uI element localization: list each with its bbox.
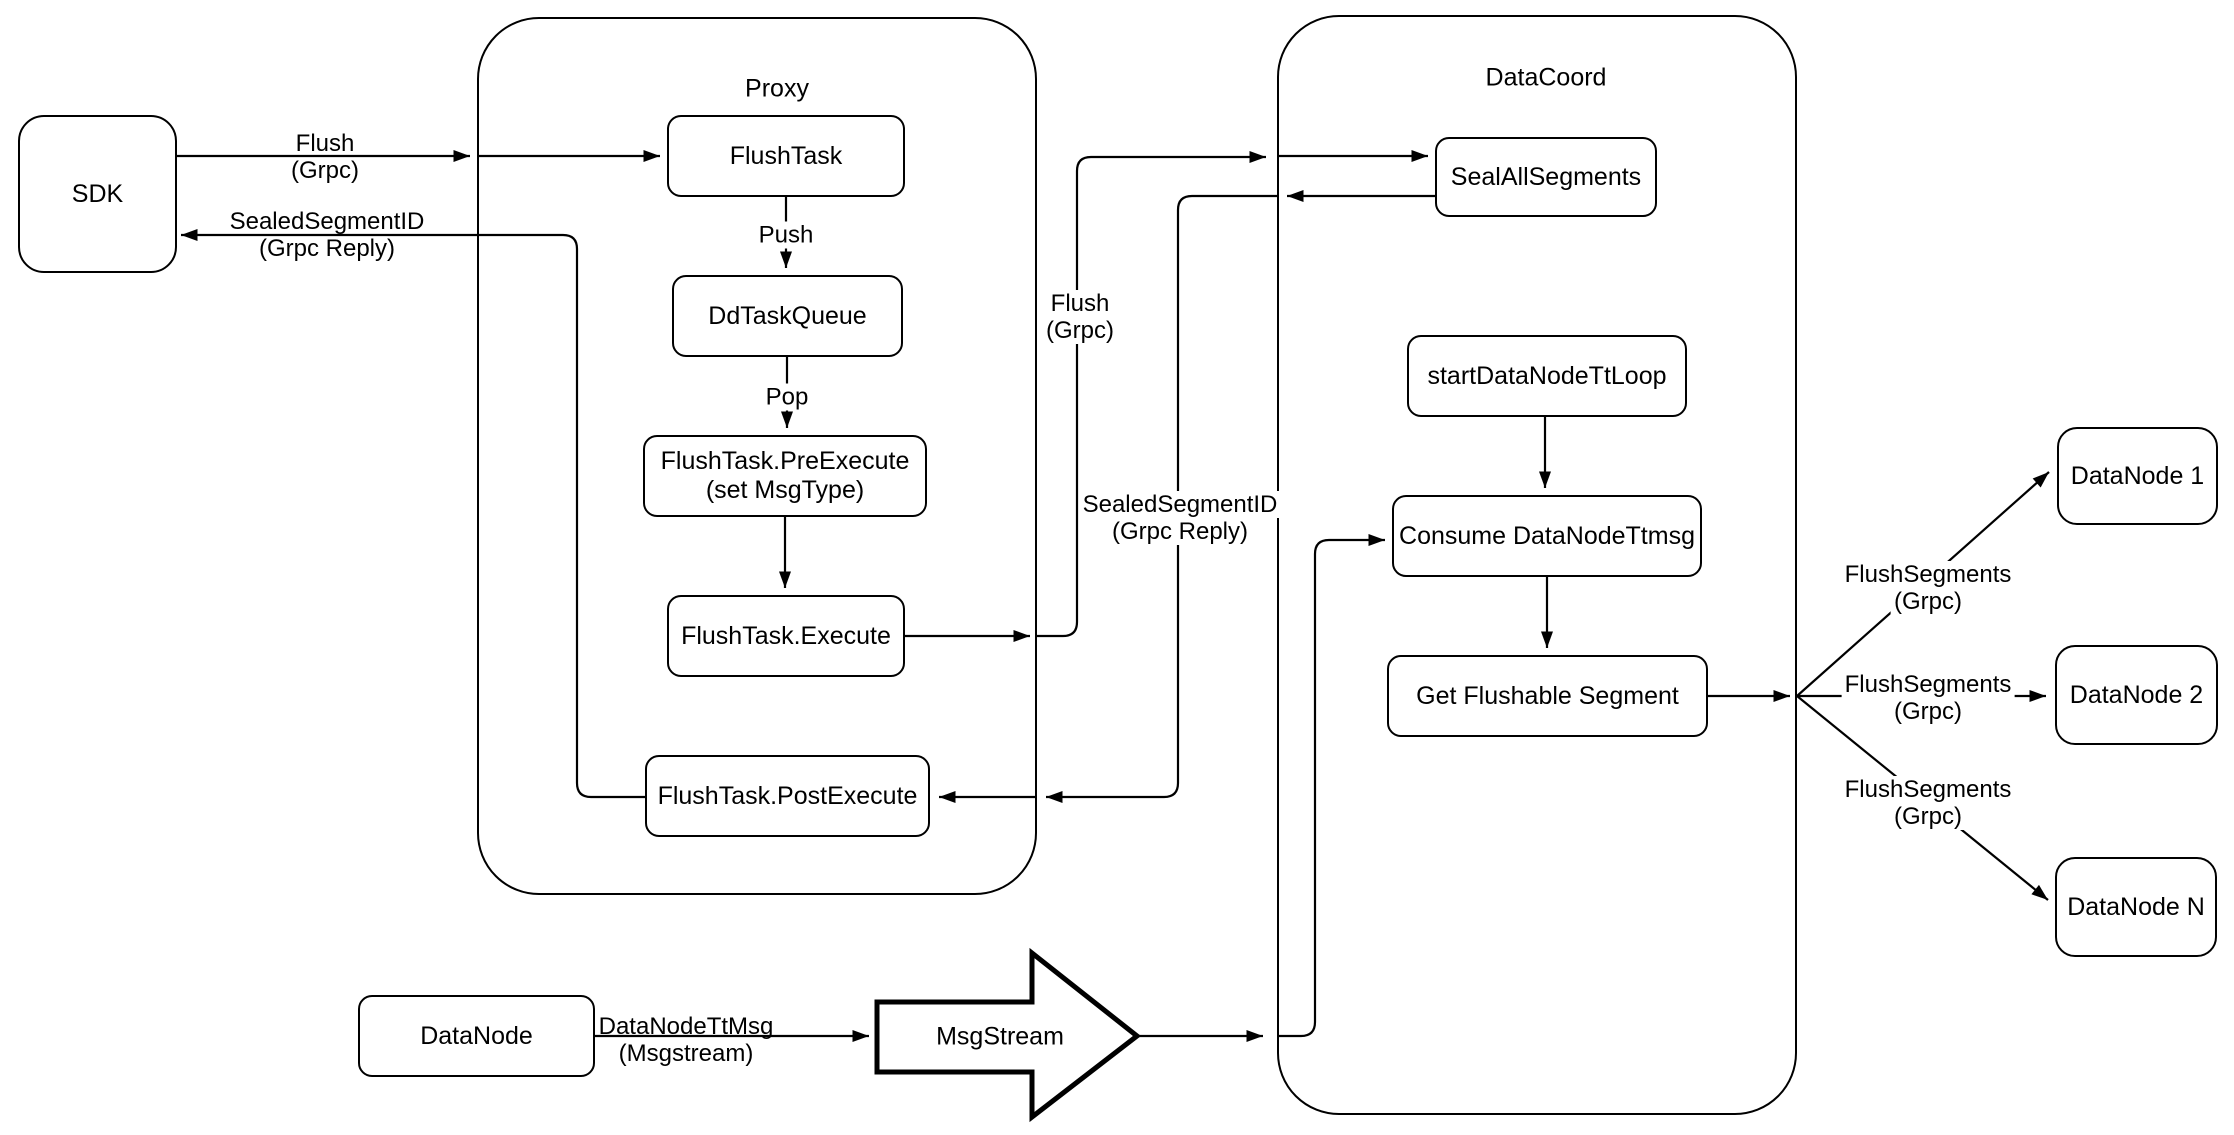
node-preexecute: FlushTask.PreExecute (set MsgType) — [643, 435, 927, 517]
edge-label-sealedsegmentid-sdk: SealedSegmentID (Grpc Reply) — [229, 208, 425, 262]
edge-label-flush-grpc-sdk: Flush (Grpc) — [291, 130, 359, 184]
edge-label-flushsegments-1: FlushSegments (Grpc) — [1841, 561, 2015, 615]
node-getflushablesegment: Get Flushable Segment — [1387, 655, 1708, 737]
proxy-container — [477, 17, 1037, 895]
node-preexecute-line1: FlushTask.PreExecute — [660, 447, 910, 475]
node-datanoden: DataNode N — [2055, 857, 2217, 957]
node-ddtaskqueue: DdTaskQueue — [672, 275, 903, 357]
node-datanode: DataNode — [358, 995, 595, 1077]
edge-postexecute-to-sdk — [181, 229, 645, 799]
edge-msgstream-to-consume — [1277, 534, 1385, 1038]
datacoord-title: DataCoord — [1485, 63, 1607, 92]
node-execute: FlushTask.Execute — [667, 595, 905, 677]
edge-label-flush-grpc-mid: Flush (Grpc) — [1043, 290, 1117, 344]
node-datanode2: DataNode 2 — [2055, 645, 2218, 745]
node-sdk: SDK — [18, 115, 177, 273]
node-startdatanodettloop: startDataNodeTtLoop — [1407, 335, 1687, 417]
node-flushtask: FlushTask — [667, 115, 905, 197]
node-preexecute-line2: (set MsgType) — [705, 476, 865, 504]
edge-label-flushsegments-2: FlushSegments (Grpc) — [1841, 671, 2015, 725]
proxy-title: Proxy — [745, 74, 809, 103]
msgstream-label: MsgStream — [936, 1022, 1064, 1051]
node-datanode1: DataNode 1 — [2057, 427, 2218, 525]
edge-label-push: Push — [755, 221, 817, 249]
node-postexecute: FlushTask.PostExecute — [645, 755, 930, 837]
node-consumedatanodettmsg: Consume DataNodeTtmsg — [1392, 495, 1702, 577]
edge-flush-grpc-to-datacoord — [1037, 151, 1266, 638]
edge-label-pop: Pop — [762, 383, 812, 411]
node-sealallsegments: SealAllSegments — [1435, 137, 1657, 217]
edge-label-datanodettmsg: DataNodeTtMsg (Msgstream) — [598, 1013, 774, 1067]
edge-label-flushsegments-n: FlushSegments (Grpc) — [1841, 776, 2015, 830]
msgstream-arrow-shape — [874, 947, 1142, 1123]
edge-label-sealedsegmentid-mid: SealedSegmentID (Grpc Reply) — [1079, 491, 1281, 545]
datacoord-container — [1277, 15, 1797, 1115]
